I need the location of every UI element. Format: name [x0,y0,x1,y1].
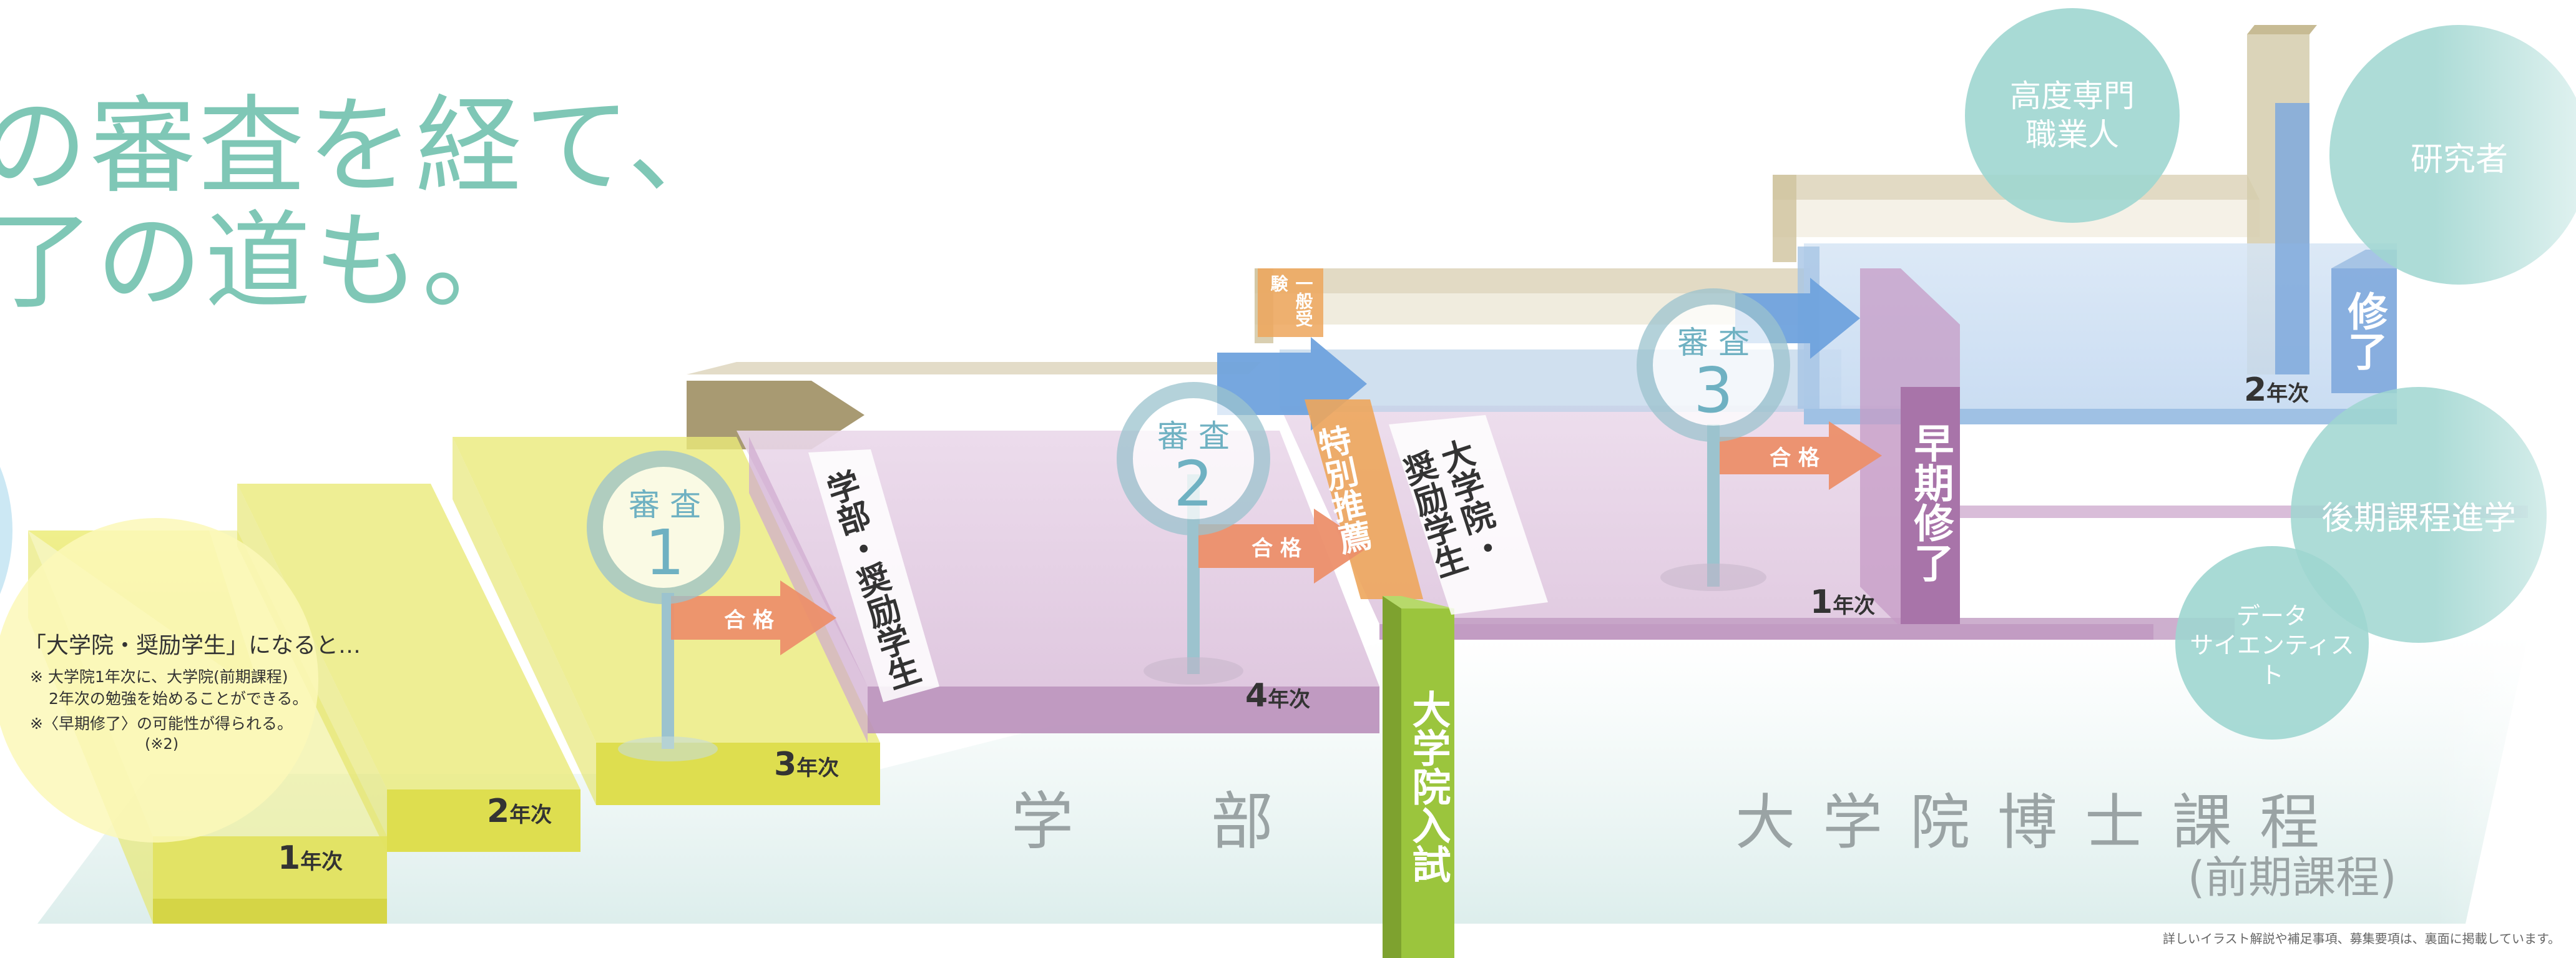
career-circle-specialist [1965,8,2180,223]
special-recommend-band [1305,399,1423,599]
early-completion-label: 早期修了 [1907,423,1954,582]
blue-corridor [1280,103,2397,424]
note-line3: ※〈早期修了〉の可能性が得られる。 [30,715,293,733]
career-circle-data-scientist [2175,546,2369,740]
general-exam-band [1258,268,1323,337]
career-label-researcher: 研究者 [2410,140,2508,178]
section-grad: 大学院博士課程 [1735,788,2347,858]
career-label-data-scientist: データ サイエンティスト [2190,602,2354,689]
review-3-number: 3 [1693,353,1733,427]
step-grad-year1: 1年次 [1810,584,1876,621]
section-undergrad: 学 部 [1011,785,1311,858]
early-completion-box [1860,268,1960,624]
pass-arrow-2 [1198,509,1370,584]
pass-label-3: 合 格 [1770,445,1819,471]
review-1-number: 1 [645,516,685,589]
general-exam-label: 一般受験 [1268,275,1314,327]
review-2-title: 審 査 [1157,418,1230,454]
step-grad-year2: 2年次 [2244,371,2309,409]
career-label-doctoral: 後期課程進学 [2321,499,2516,537]
step-year4: 4年次 [1245,677,1311,715]
pass-arrow-3 [1720,421,1882,490]
pass-label-2: 合 格 [1251,535,1301,561]
label-cards [808,415,1548,702]
review-3-title: 審 査 [1677,325,1750,361]
step-year3: 3年次 [774,746,840,783]
grad-exam-pillar [1383,596,1454,958]
pass-label-1: 合 格 [724,607,774,633]
right-fade [2434,0,2576,958]
step-year2: 2年次 [487,793,552,830]
note-line2: 2年次の勉強を始めることができる。 [49,690,308,708]
review-2-number: 2 [1173,447,1213,521]
grad-exam-label: 大学院入試 [1405,690,1451,883]
note-title: 「大学院・奨励学生」になると… [24,633,361,658]
headline-line1: の審査を経て、 [0,85,737,208]
left-blue-edge [0,467,12,594]
footer-note: 詳しいイラスト解説や補足事項、募集要項は、裏面に掲載しています。 [2163,931,2560,946]
review-1-title: 審 査 [629,487,701,523]
career-label-specialist: 高度専門 職業人 [2010,77,2135,154]
step-year1: 1年次 [278,839,343,877]
floor-shadow [37,637,2528,924]
note-circle [0,518,318,843]
note-ref: (※2) [145,735,179,753]
section-grad-sub: (前期課程) [2188,852,2397,903]
completion-label: 修了 [2341,291,2387,371]
pass-arrow-1 [671,580,836,655]
review-circles [587,288,1790,604]
headline-line2: 了の道も。 [0,200,531,324]
note-line1: ※ 大学院1年次に、大学院(前期課程) [30,668,288,686]
completion-box [2331,250,2397,393]
